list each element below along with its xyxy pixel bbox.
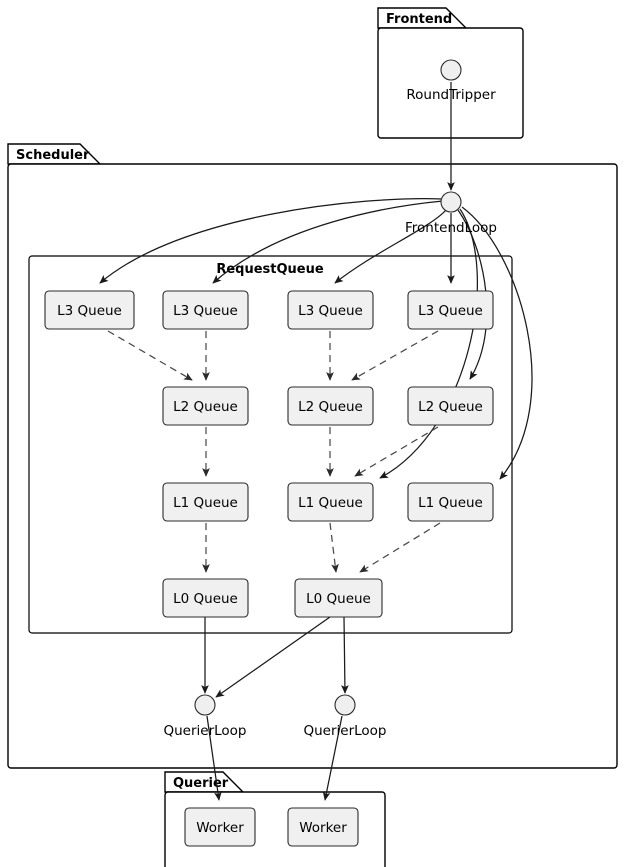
edges-layer — [99, 82, 533, 801]
node-box-l0-2[interactable] — [294, 578, 383, 618]
node-box-l0-1[interactable] — [162, 578, 249, 618]
node-label-l2-3: L2 Queue — [418, 399, 483, 415]
group-box-request-queue — [28, 255, 513, 634]
node-box-l2-2[interactable] — [287, 386, 374, 426]
node-l3-1[interactable]: L3 Queue — [44, 290, 135, 330]
node-l3-2[interactable]: L3 Queue — [162, 290, 249, 330]
node-box-l3-3[interactable] — [287, 290, 374, 330]
node-label-roundtripper: RoundTripper — [406, 87, 496, 103]
node-l1-1[interactable]: L1 Queue — [162, 482, 249, 522]
node-worker-1[interactable]: Worker — [184, 807, 256, 847]
node-label-l0-1: L0 Queue — [173, 591, 238, 607]
node-label-querierloop-2: QuerierLoop — [303, 723, 386, 739]
node-box-worker-2[interactable] — [287, 807, 359, 847]
node-box-l1-2[interactable] — [287, 482, 374, 522]
node-box-l2-3[interactable] — [407, 386, 494, 426]
node-roundtripper[interactable]: RoundTripper — [406, 59, 496, 103]
node-l1-2[interactable]: L1 Queue — [287, 482, 374, 522]
package-title-querier: Querier — [173, 776, 229, 791]
edge-fl-l1-2 — [379, 208, 478, 479]
node-label-l0-2: L0 Queue — [306, 591, 371, 607]
node-label-worker-2: Worker — [299, 820, 347, 836]
node-label-l3-3: L3 Queue — [298, 303, 363, 319]
node-l0-1[interactable]: L0 Queue — [162, 578, 249, 618]
node-label-l1-1: L1 Queue — [173, 495, 238, 511]
edge-l0-2-ql-2 — [341, 616, 349, 694]
node-label-querierloop-1: QuerierLoop — [163, 723, 246, 739]
node-box-l3-2[interactable] — [162, 290, 249, 330]
edge-ql-2-worker-2 — [322, 715, 343, 801]
edge-fl-l3-2 — [212, 200, 444, 284]
package-title-scheduler: Scheduler — [16, 148, 90, 163]
node-label-l3-4: L3 Queue — [418, 303, 483, 319]
node-label-frontendloop: FrontendLoop — [405, 220, 497, 236]
interface-circle-roundtripper[interactable] — [440, 59, 462, 81]
edge-l3-4-l2-2 — [351, 330, 439, 381]
node-l1-3[interactable]: L1 Queue — [407, 482, 494, 522]
node-box-l1-1[interactable] — [162, 482, 249, 522]
edge-l1-2-l0-2 — [329, 522, 339, 573]
interface-circle-frontendloop[interactable] — [440, 191, 462, 213]
interface-circle-querierloop-2[interactable] — [334, 694, 356, 716]
node-label-worker-1: Worker — [196, 820, 244, 836]
node-box-l1-3[interactable] — [407, 482, 494, 522]
node-l3-4[interactable]: L3 Queue — [407, 290, 494, 330]
edge-l3-1-l2-1 — [107, 330, 193, 381]
edge-fl-l3-3 — [334, 209, 447, 284]
package-title-frontend: Frontend — [386, 12, 452, 27]
node-label-l1-3: L1 Queue — [418, 495, 483, 511]
node-label-l1-2: L1 Queue — [298, 495, 363, 511]
group-title-request-queue: RequestQueue — [216, 262, 324, 277]
node-l3-3[interactable]: L3 Queue — [287, 290, 374, 330]
groups-layer: RequestQueue — [28, 255, 513, 634]
node-l2-3[interactable]: L2 Queue — [407, 386, 494, 426]
node-l2-1[interactable]: L2 Queue — [162, 386, 249, 426]
node-box-l3-1[interactable] — [44, 290, 135, 330]
node-box-l2-1[interactable] — [162, 386, 249, 426]
edge-fl-l1-3 — [461, 206, 533, 480]
node-label-l3-1: L3 Queue — [57, 303, 122, 319]
edge-ql-1-worker-1 — [206, 715, 222, 801]
edge-l1-3-l0-2 — [359, 522, 441, 573]
interface-circle-querierloop-1[interactable] — [194, 694, 216, 716]
node-frontendloop[interactable]: FrontendLoop — [405, 191, 497, 236]
node-querierloop-2[interactable]: QuerierLoop — [303, 694, 387, 739]
edge-l0-2-ql-1 — [215, 616, 331, 698]
node-worker-2[interactable]: Worker — [287, 807, 359, 847]
edge-l2-3-l1-2 — [354, 426, 439, 477]
group-request-queue: RequestQueue — [28, 255, 513, 634]
node-label-l2-1: L2 Queue — [173, 399, 238, 415]
node-querierloop-1[interactable]: QuerierLoop — [163, 694, 247, 739]
node-l0-2[interactable]: L0 Queue — [294, 578, 383, 618]
node-box-l3-4[interactable] — [407, 290, 494, 330]
node-box-worker-1[interactable] — [184, 807, 256, 847]
node-label-l3-2: L3 Queue — [173, 303, 238, 319]
node-l2-2[interactable]: L2 Queue — [287, 386, 374, 426]
edge-fl-l3-1 — [99, 198, 443, 284]
node-label-l2-2: L2 Queue — [298, 399, 363, 415]
